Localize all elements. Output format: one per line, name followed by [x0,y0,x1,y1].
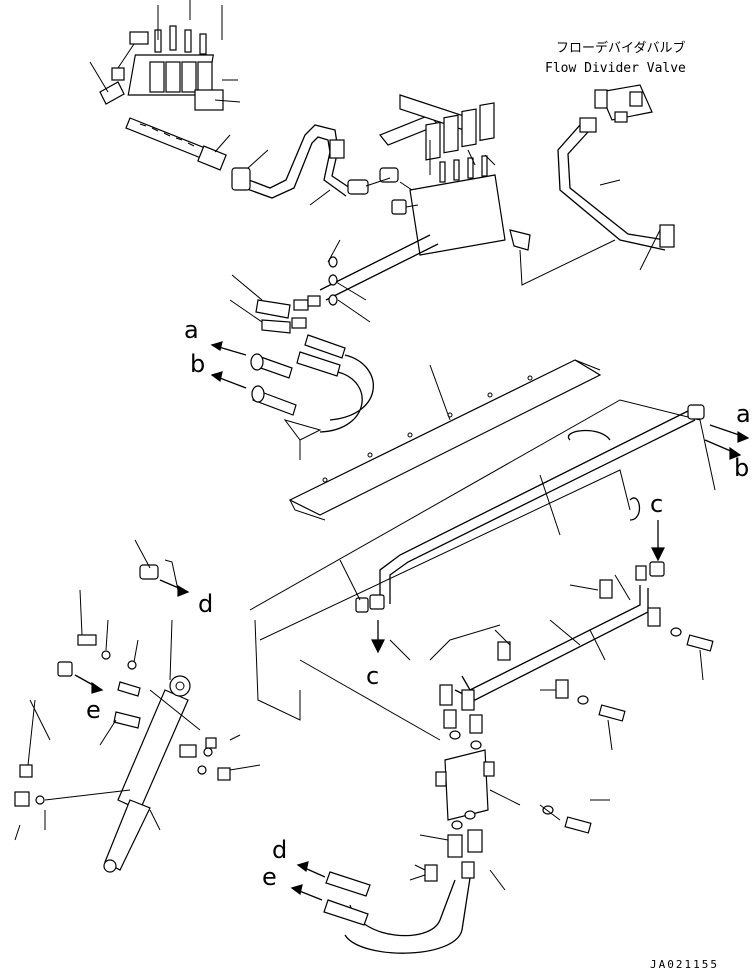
label-a-right: a [736,400,751,428]
control-valve-top-left [127,0,241,111]
arrows-ab-right [704,424,750,460]
label-d-left: d [198,590,213,618]
tube-upper [231,124,351,206]
arrows-de-left [74,579,190,694]
hoses-ab-upper [250,334,374,460]
drawing-code: JA021155 [650,958,719,971]
flow-divider-title-en: Flow Divider Valve [545,61,686,76]
label-c-mid: c [366,662,379,690]
tube-diagonal [319,234,439,323]
boom-outline [249,399,716,721]
label-e-left: e [86,696,101,724]
bolts-right [539,627,714,834]
main-control-valve [409,102,616,286]
label-a-left: a [184,316,199,344]
arrow-c-top [649,520,665,577]
hydraulic-cylinder [103,619,191,873]
label-b-right: b [734,454,749,482]
fittings-mid-left [229,274,321,334]
arrow-c-mid [339,559,411,661]
floor-plate [288,359,602,521]
valve-block-bottom [299,659,521,830]
elbow-fitting-top-left [89,31,149,105]
flow-divider-valve [557,84,675,271]
flow-divider-title-jp: フローデバイダバルブ [556,40,685,56]
valve-inlet-fittings [347,167,419,215]
label-c-top: c [650,490,663,518]
arrows-ab-upper [210,341,247,389]
hose-top-left [125,117,231,171]
label-d-bottom: d [272,836,287,864]
label-e-bottom: e [262,863,277,891]
label-b-left: b [190,350,205,378]
cylinder-fittings [14,539,261,841]
hoses-de-bottom [323,829,506,954]
tubes-right-ab [379,404,705,604]
arrows-de-bottom [290,861,326,901]
tube-right-mid [429,565,661,701]
